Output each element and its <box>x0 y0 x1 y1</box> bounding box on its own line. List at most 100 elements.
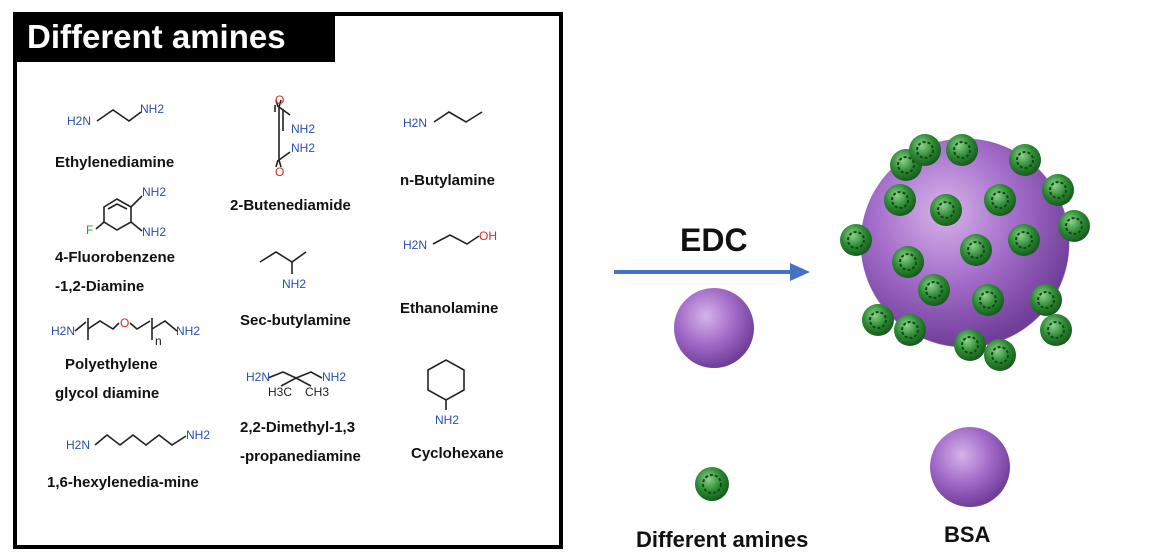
bsa-sphere-small <box>674 288 754 368</box>
amine-particle <box>1042 174 1074 206</box>
sec-butylamine-nh2: NH2 <box>282 277 306 291</box>
amine-particle <box>1040 314 1072 346</box>
amine-particle-texture <box>937 201 955 219</box>
amine-particle-texture <box>869 311 887 329</box>
amine-particle-texture <box>1016 151 1034 169</box>
label-ethylenediamine: Ethylenediamine <box>55 154 175 171</box>
dimethyl-h3c: H3C <box>268 385 292 399</box>
fluorobenzene-nh2-a: NH2 <box>142 185 166 199</box>
bsa-amine-conjugate <box>840 134 1090 371</box>
amine-particle-texture <box>967 241 985 259</box>
legend-bsa-label: BSA <box>944 522 991 547</box>
amine-particle <box>984 184 1016 216</box>
amine-particle <box>1058 210 1090 242</box>
label-ethanolamine: Ethanolamine <box>400 300 499 317</box>
amine-particle <box>1008 224 1040 256</box>
amine-particle <box>884 184 916 216</box>
ethanolamine-oh: OH <box>479 229 497 243</box>
amine-particle <box>894 314 926 346</box>
amine-sphere-legend <box>695 467 729 501</box>
fluorobenzene-f: F <box>86 223 93 237</box>
ethanolamine-h2n: H2N <box>403 238 427 252</box>
n-butylamine-structure <box>433 111 483 123</box>
butenediamide-nh2-b: NH2 <box>291 141 315 155</box>
amine-particle <box>840 224 872 256</box>
amine-particle-texture <box>1037 291 1055 309</box>
cyclohexane-structure <box>427 359 465 410</box>
amine-particle-texture <box>991 346 1009 364</box>
ethylenediamine-h2n: H2N <box>67 114 91 128</box>
amine-particle-texture <box>1065 217 1083 235</box>
amine-particle-texture <box>916 141 934 159</box>
fluorobenzene-nh2-b: NH2 <box>142 225 166 239</box>
amine-particle-texture <box>901 321 919 339</box>
butenediamide-o-bottom: O <box>275 165 284 179</box>
amine-particle <box>960 234 992 266</box>
amine-particle <box>1009 144 1041 176</box>
label-peg-line2: glycol diamine <box>55 385 160 402</box>
peg-structure <box>74 318 178 340</box>
legend-amines-label: Different amines <box>636 527 809 552</box>
amine-particle-texture <box>891 191 909 209</box>
edc-label: EDC <box>680 222 748 258</box>
amine-particle <box>892 246 924 278</box>
amine-particle <box>930 194 962 226</box>
amine-particle-texture <box>1015 231 1033 249</box>
label-n-butylamine: n-Butylamine <box>400 172 496 189</box>
ethylenediamine-nh2: NH2 <box>140 102 164 116</box>
amine-particle-texture <box>1047 321 1065 339</box>
amine-particle-texture <box>961 336 979 354</box>
amine-particle-texture <box>899 253 917 271</box>
amine-particle <box>909 134 941 166</box>
cyclohexane-nh2: NH2 <box>435 413 459 427</box>
label-dimethyl-line1: 2,2-Dimethyl-1,3 <box>240 419 356 436</box>
panel-title: Different amines <box>13 12 335 62</box>
amine-particle <box>862 304 894 336</box>
amine-particle-texture <box>979 291 997 309</box>
dimethyl-ch3: CH3 <box>305 385 329 399</box>
dimethylpropanediamine-structure <box>267 371 323 387</box>
label-dimethyl-line2: -propanediamine <box>240 448 361 465</box>
dimethyl-h2n: H2N <box>246 370 270 384</box>
peg-nh2: NH2 <box>176 324 200 338</box>
hexylenediamine-nh2: NH2 <box>186 428 210 442</box>
amine-particle <box>918 274 950 306</box>
amine-particle <box>972 284 1004 316</box>
amine-particle <box>946 134 978 166</box>
amine-particle-texture <box>897 156 915 174</box>
amine-particle-texture <box>991 191 1009 209</box>
butenediamide-o-top: O <box>275 93 284 107</box>
ethylenediamine-structure <box>96 109 142 122</box>
sec-butylamine-structure <box>259 251 307 274</box>
bsa-sphere-legend <box>930 427 1010 507</box>
amine-particle-texture <box>925 281 943 299</box>
dimethyl-nh2: NH2 <box>322 370 346 384</box>
hexylenediamine-structure <box>94 433 187 447</box>
peg-oxygen: O <box>120 316 129 330</box>
label-hexylenediamine: 1,6-hexylenedia-mine <box>47 474 199 491</box>
label-cyclohexane: Cyclohexane <box>411 445 504 462</box>
amine-particle-texture <box>1049 181 1067 199</box>
amine-particle <box>954 329 986 361</box>
label-peg-line1: Polyethylene <box>65 356 158 373</box>
amine-particle <box>1030 284 1062 316</box>
hexylenediamine-h2n: H2N <box>66 438 90 452</box>
label-butenediamide: 2-Butenediamide <box>230 197 351 214</box>
peg-h2n: H2N <box>51 324 75 338</box>
amine-particle <box>984 339 1016 371</box>
ethanolamine-structure <box>432 234 480 245</box>
amine-particle-texture <box>953 141 971 159</box>
label-sec-butylamine: Sec-butylamine <box>240 312 351 329</box>
amines-panel <box>13 12 563 549</box>
butenediamide-nh2-a: NH2 <box>291 122 315 136</box>
amine-particle-texture <box>847 231 865 249</box>
n-butylamine-h2n: H2N <box>403 116 427 130</box>
label-fluorobenzene-line1: 4-Fluorobenzene <box>55 249 176 266</box>
label-fluorobenzene-line2: -1,2-Diamine <box>55 278 145 295</box>
butenediamide-structure <box>274 99 291 168</box>
fluorobenzene-structure <box>95 195 143 232</box>
peg-n: n <box>155 334 162 348</box>
